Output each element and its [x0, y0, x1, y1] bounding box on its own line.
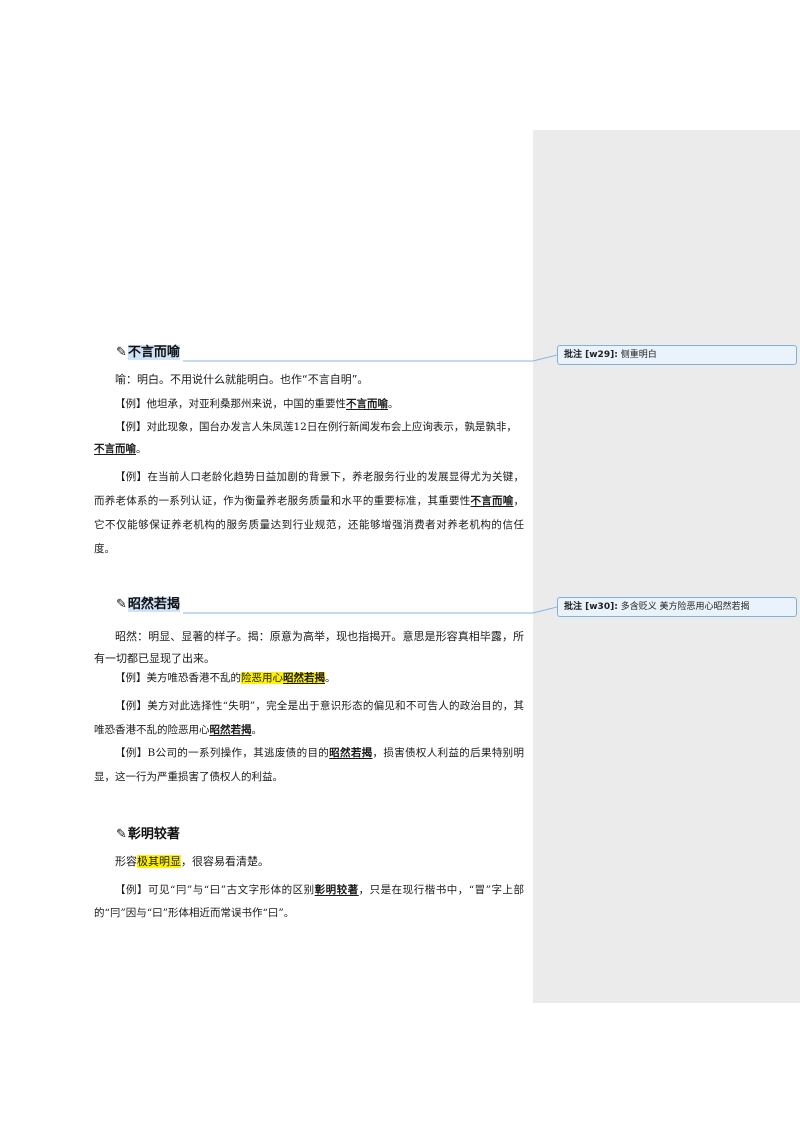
example-tag: 【例】 — [115, 471, 148, 483]
pencil-icon: ✎ — [116, 827, 127, 842]
definition: 昭然：明显、显著的样子。揭：原意为高举，现也指揭开。意思是形容真相毕露，所有一切… — [94, 630, 524, 665]
idiom-term: 不言而喻 — [346, 398, 388, 410]
entry-title-text: 昭然若揭 — [127, 597, 180, 612]
example-text: 。 — [388, 398, 399, 410]
idiom-term: 昭然若揭 — [329, 747, 373, 759]
example-text: 美方对此选择性“失明”，完全是出于意识形态的偏见和不可告人的政治目的，其唯恐香港… — [94, 700, 525, 736]
idiom-term: 不言而喻 — [470, 495, 514, 507]
example-tag: 【例】 — [115, 884, 149, 896]
idiom-term: 昭然若揭 — [209, 724, 252, 736]
entry-title: ✎昭然若揭 — [116, 596, 180, 614]
example: 【例】对此现象，国台办发言人朱凤莲12日在例行新闻发布会上应询表示，孰是孰非， — [115, 420, 524, 434]
highlighted-text: 极其明显 — [137, 855, 181, 868]
example-text: ，它不仅能够保证养老机构的服务质量达到行业规范，还能够增强消费者对养老机构的信任… — [94, 495, 525, 555]
comment-box-w30[interactable]: 批注 [w30]: 多含贬义 美方险恶用心昭然若揭 — [557, 597, 797, 617]
example-text: 。 — [251, 724, 263, 736]
comment-pane — [533, 130, 800, 1003]
example-tag: 【例】 — [115, 700, 148, 712]
entry-title-text: 不言而喻 — [127, 345, 180, 360]
example-text: 美方唯恐香港不乱的 — [146, 672, 242, 684]
example-text: B公司的一系列操作，其逃废债的目的 — [147, 747, 330, 759]
example-text: 。 — [325, 672, 336, 684]
example-tag: 【例】 — [115, 421, 147, 433]
example-tag: 【例】 — [115, 747, 148, 759]
example: 【例】美方唯恐香港不乱的险恶用心昭然若揭。 — [115, 671, 545, 685]
example-tag: 【例】 — [115, 672, 147, 684]
entry-title: ✎彰明较著 — [116, 826, 180, 844]
example: 【例】B公司的一系列操作，其逃废债的目的昭然若揭，损害债权人利益的后果特别明显，… — [94, 741, 524, 789]
example-text: 对此现象，国台办发言人朱凤莲12日在例行新闻发布会上应询表示，孰是孰非， — [146, 421, 517, 433]
idiom-term: 彰明较著 — [314, 884, 359, 896]
example-text: 他坦承，对亚利桑那州来说，中国的重要性 — [146, 398, 347, 410]
highlighted-text: 险恶用心 — [241, 672, 283, 684]
entry-title: ✎不言而喻 — [116, 344, 180, 362]
definition-text: 形容 — [115, 855, 137, 868]
entry-title-text: 彰明较著 — [127, 827, 180, 842]
pencil-icon: ✎ — [116, 597, 127, 612]
idiom-term: 昭然若揭 — [283, 672, 325, 684]
pencil-icon: ✎ — [116, 345, 127, 360]
example: 【例】美方对此选择性“失明”，完全是出于意识形态的偏见和不可告人的政治目的，其唯… — [94, 694, 524, 742]
comment-box-w29[interactable]: 批注 [w29]: 侧重明白 — [557, 345, 797, 365]
definition: 形容极其明显，很容易看清楚。 — [115, 855, 545, 869]
example-text: ，损害债权人利益的后果特别明显，这一行为严重损害了债权人的利益。 — [94, 747, 525, 783]
comment-label: 批注 [w29]: — [564, 350, 618, 360]
example-text: 。 — [136, 443, 147, 455]
example-text: ，只是在现行楷书中，“冒”字上部的“冃”因与“曰”形体相近而常误书作“曰”。 — [94, 884, 524, 919]
definition-text: ，很容易看清楚。 — [181, 855, 269, 868]
idiom-term: 不言而喻 — [94, 443, 136, 455]
example: 【例】他坦承，对亚利桑那州来说，中国的重要性不言而喻。 — [115, 397, 545, 411]
definition: 喻：明白。不用说什么就能明白。也作“不言自明”。 — [115, 373, 369, 386]
comment-label: 批注 [w30]: — [564, 602, 618, 612]
example-text: 在当前人口老龄化趋势日益加剧的背景下，养老服务行业的发展显得尤为关键，而养老体系… — [94, 471, 525, 507]
example: 【例】可见“冃”与“曰”古文字形体的区别彰明较著，只是在现行楷书中，“冒”字上部… — [94, 879, 524, 925]
example-continuation: 不言而喻。 — [94, 442, 524, 456]
example: 【例】在当前人口老龄化趋势日益加剧的背景下，养老服务行业的发展显得尤为关键，而养… — [94, 465, 524, 561]
comment-text: 多含贬义 美方险恶用心昭然若揭 — [620, 602, 750, 612]
comment-text: 侧重明白 — [620, 350, 657, 360]
example-text: 可见“冃”与“曰”古文字形体的区别 — [148, 884, 315, 896]
example-tag: 【例】 — [115, 398, 147, 410]
